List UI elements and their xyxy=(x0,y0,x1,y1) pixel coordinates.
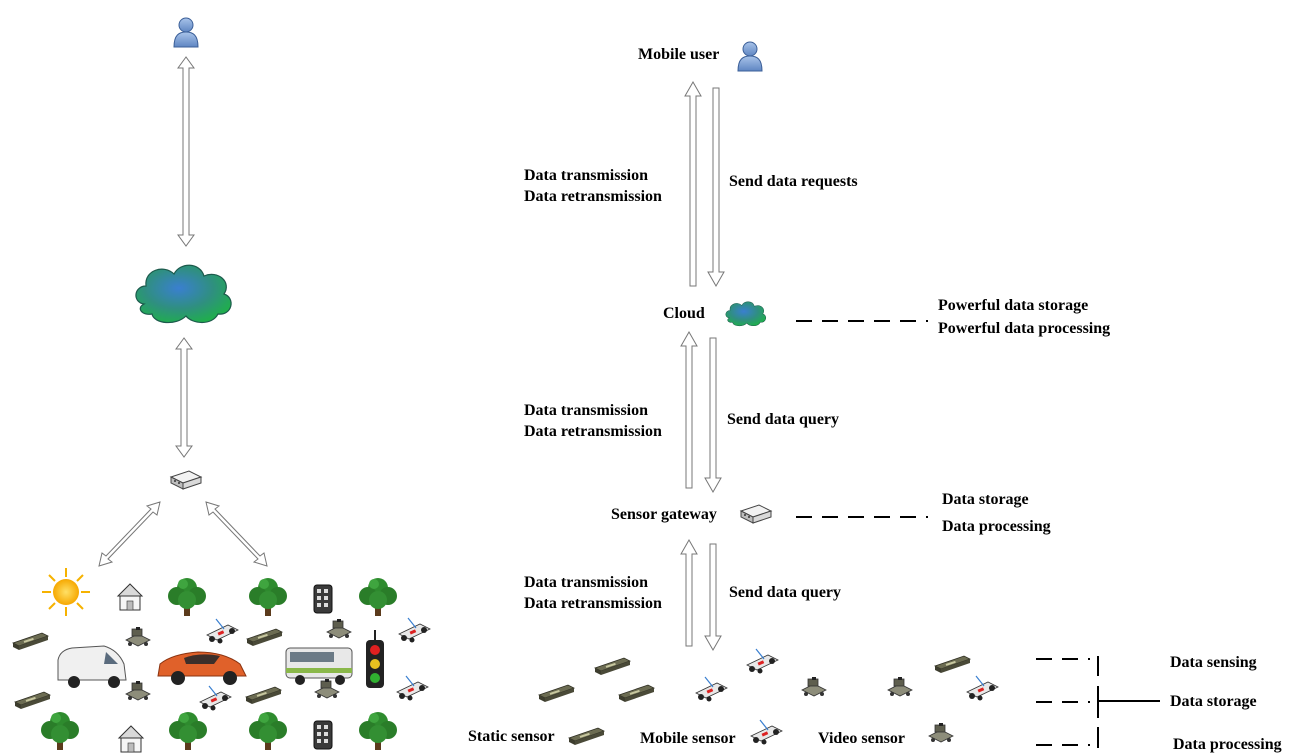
static-sensor-icon xyxy=(246,628,283,647)
left-diag-arrow-right xyxy=(205,501,268,567)
left-cloud-icon xyxy=(135,264,232,324)
capability-connectors xyxy=(796,320,1090,746)
gateway-sensors-transmission-label: Data transmission xyxy=(524,574,649,591)
user-cloud-transmission-label: Data transmission xyxy=(524,167,649,184)
tree-icon xyxy=(168,578,206,616)
mobile-user-label: Mobile user xyxy=(638,46,720,63)
sensor-capability-storage: Data storage xyxy=(1170,693,1257,710)
send-data-query-label-1: Send data query xyxy=(727,411,840,428)
video-sensor-icon xyxy=(801,676,827,697)
video-sensor-icon xyxy=(125,626,151,647)
left-diag-arrow-left xyxy=(98,501,161,567)
legend-static-sensor-label: Static sensor xyxy=(468,728,555,745)
tree-icon xyxy=(249,578,287,616)
video-sensor-icon xyxy=(887,676,913,697)
up-arrow-cloud-gateway xyxy=(680,330,698,489)
sensor-bracket xyxy=(1097,656,1160,748)
static-sensor-icon xyxy=(14,691,51,710)
sensor-capability-processing: Data processing xyxy=(1173,736,1282,753)
cloud-gateway-retransmission-label: Data retransmission xyxy=(524,423,662,440)
house-icon xyxy=(118,725,144,753)
mobile-sensor-icon xyxy=(966,675,999,702)
gateway-sensors-retransmission-label: Data retransmission xyxy=(524,595,662,612)
static-sensor-icon xyxy=(594,657,631,676)
car-icon xyxy=(157,651,247,685)
mobile-user-icon xyxy=(737,41,763,72)
legend-static-sensor-icon xyxy=(568,727,605,746)
mobile-sensor-icon xyxy=(199,685,232,712)
down-arrow-user-cloud xyxy=(707,87,725,288)
traffic-light-icon xyxy=(366,630,384,688)
tree-icon xyxy=(41,712,79,750)
sensor-gateway-icon xyxy=(740,504,772,524)
legend-mobile-sensor-icon xyxy=(750,719,783,746)
building-icon xyxy=(313,720,333,750)
sensor-capability-sensing: Data sensing xyxy=(1170,654,1257,671)
cloud-gateway-transmission-label: Data transmission xyxy=(524,402,649,419)
down-arrow-gateway-sensors xyxy=(704,543,722,652)
static-sensor-icon xyxy=(618,684,655,703)
left-double-arrow-user-cloud xyxy=(177,56,195,247)
video-sensor-icon xyxy=(326,618,352,639)
left-user-icon xyxy=(173,17,199,48)
gateway-capability-storage: Data storage xyxy=(942,491,1029,508)
user-cloud-retransmission-label: Data retransmission xyxy=(524,188,662,205)
van-icon xyxy=(57,645,127,688)
tree-icon xyxy=(249,712,287,750)
house-icon xyxy=(117,583,143,611)
sun-icon xyxy=(41,567,91,617)
legend-video-sensor-label: Video sensor xyxy=(818,730,905,747)
mobile-sensor-icon xyxy=(396,675,429,702)
static-sensor-icon xyxy=(245,686,282,705)
mobile-sensor-icon xyxy=(398,617,431,644)
tree-icon xyxy=(169,712,207,750)
send-data-requests-label: Send data requests xyxy=(729,173,858,190)
building-icon xyxy=(313,584,333,614)
static-sensor-icon xyxy=(934,655,971,674)
up-arrow-gateway-sensors xyxy=(680,538,698,647)
static-sensor-icon xyxy=(12,632,49,651)
cloud-label: Cloud xyxy=(663,305,705,322)
legend-mobile-sensor-label: Mobile sensor xyxy=(640,730,736,747)
sensor-gateway-label: Sensor gateway xyxy=(611,506,717,523)
up-arrow-user-cloud xyxy=(684,80,702,287)
tree-icon xyxy=(359,578,397,616)
static-sensor-icon xyxy=(538,684,575,703)
left-gateway-icon xyxy=(170,470,202,490)
cloud-icon xyxy=(725,301,767,327)
video-sensor-icon xyxy=(125,680,151,701)
send-data-query-label-2: Send data query xyxy=(729,584,842,601)
down-arrow-cloud-gateway xyxy=(704,337,722,494)
mobile-sensor-icon xyxy=(695,676,728,703)
mobile-sensor-icon xyxy=(746,648,779,675)
bus-icon xyxy=(285,647,353,685)
cloud-capability-storage: Powerful data storage xyxy=(938,297,1089,314)
cloud-capability-processing: Powerful data processing xyxy=(938,320,1111,337)
tree-icon xyxy=(359,712,397,750)
mobile-sensor-icon xyxy=(206,618,239,645)
legend-video-sensor-icon xyxy=(928,722,954,743)
gateway-capability-processing: Data processing xyxy=(942,518,1051,535)
left-double-arrow-cloud-gateway xyxy=(175,337,193,458)
